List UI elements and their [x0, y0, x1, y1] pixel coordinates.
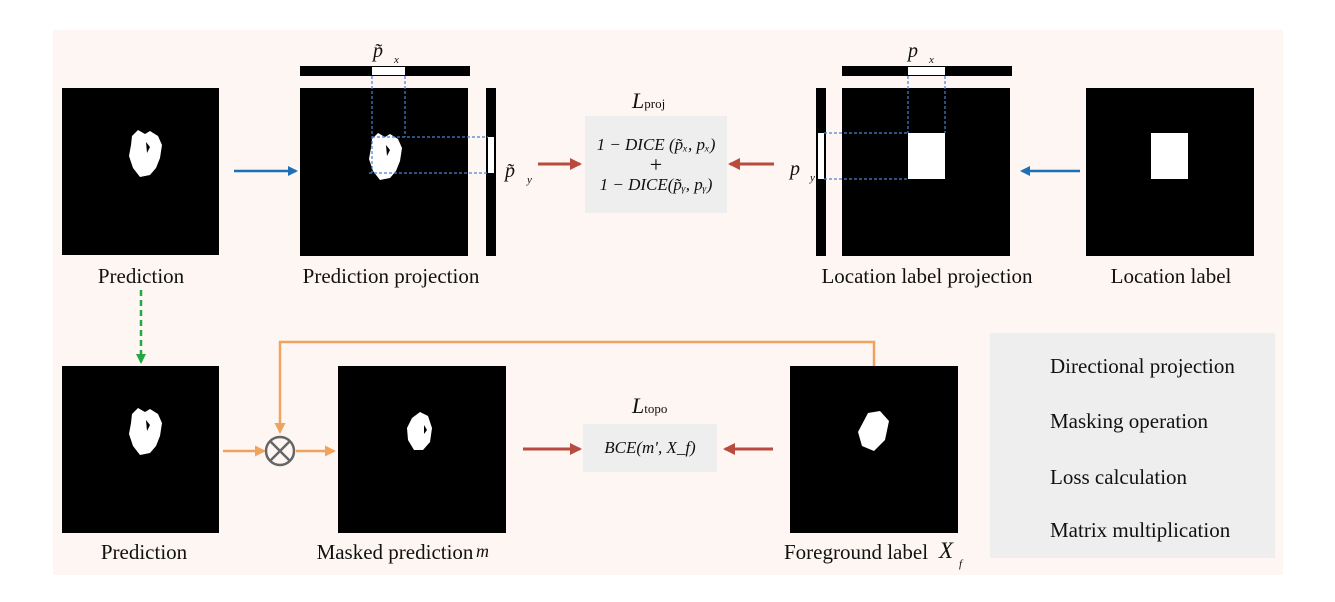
p-y-sub: y [810, 172, 815, 184]
masked-symbol: m [476, 541, 489, 561]
loss-proj-name: Lproj [632, 88, 666, 113]
p-tilde-y: p̃ [505, 160, 515, 182]
label-prediction-top: Prediction [97, 264, 185, 288]
label-foreground: Foreground label [783, 540, 929, 564]
legend-item-matrix-multiplication: Matrix multiplication [1050, 518, 1231, 542]
p-x-sub: x [929, 54, 934, 66]
label-prediction-projection: Prediction projection [302, 264, 480, 288]
p-y: p [790, 158, 800, 180]
p-tilde-y-sub: y [527, 174, 532, 186]
masked-prediction-blob [407, 412, 432, 450]
loss-proj-line2: 1 − DICE(p̃ᵧ, pᵧ) [599, 174, 713, 194]
p-tilde-x: p̃ [373, 40, 383, 62]
label-prediction-bottom: Prediction [100, 540, 188, 564]
prediction-blob-top [129, 130, 162, 177]
p-tilde-x-sub: x [394, 54, 399, 66]
location-projection-box [908, 133, 945, 179]
legend-item-directional-projection: Directional projection [1050, 354, 1235, 378]
loss-topo-name: Ltopo [632, 393, 668, 418]
loss-topo-box: BCE(m', X_f) [583, 424, 717, 472]
loss-proj-plus: + [649, 151, 663, 177]
label-location-label: Location label [1110, 264, 1232, 288]
foreground-sub: f [959, 558, 963, 570]
prediction-projection-blob [369, 133, 402, 180]
loss-topo-formula: BCE(m', X_f) [604, 438, 696, 457]
loss-proj-line1: 1 − DICE (p̃ₓ, pₓ) [596, 134, 716, 154]
legend-item-masking-operation: Masking operation [1050, 409, 1209, 433]
prediction-blob-bottom [129, 408, 162, 455]
p-x: p [908, 40, 918, 62]
foreground-symbol: X [939, 538, 954, 563]
legend: Directional projection Masking operation… [990, 333, 1275, 558]
location-label-box [1151, 133, 1188, 179]
foreground-blob [858, 411, 889, 451]
matrix-multiplication-icon [264, 435, 296, 467]
legend-item-loss-calculation: Loss calculation [1050, 465, 1188, 489]
loss-proj-box: 1 − DICE (p̃ₓ, pₓ) + 1 − DICE(p̃ᵧ, pᵧ) [585, 116, 727, 213]
label-masked-prediction: Masked prediction [316, 540, 474, 564]
label-location-label-projection: Location label projection [821, 264, 1033, 288]
